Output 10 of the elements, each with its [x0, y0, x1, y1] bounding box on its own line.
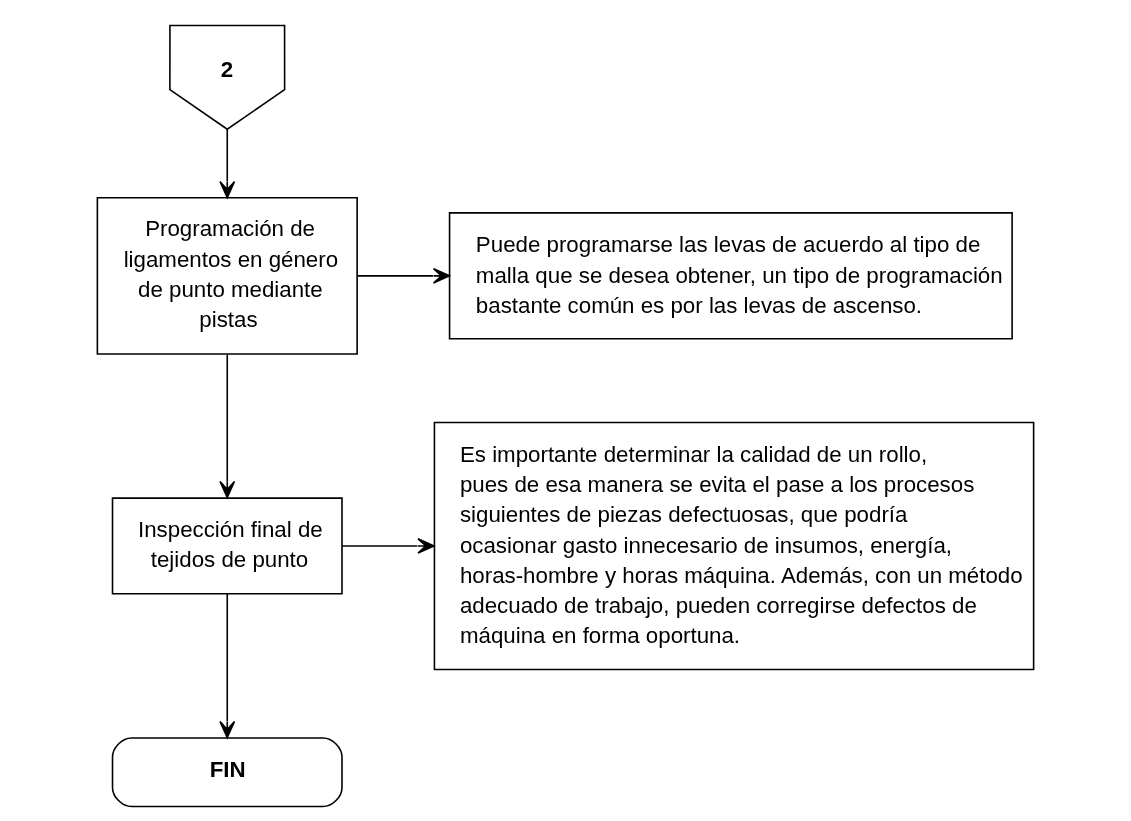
node-box: Inspección final de tejidos de punto — [111, 497, 343, 595]
arrow — [219, 128, 236, 199]
node-box: Es importante determinar la calidad de un rollo, pues de esa manera se evita el pase a los procesos siguientes de piezas defectuosas, que podría ocasionar gasto innecesario de insumos, energía, horas-hombre y horas máquina. Además, con un método adecuado de trabajo, pueden corregirse defectos de máquina en forma oportuna. — [433, 421, 1035, 671]
arrow — [341, 538, 435, 554]
arrow — [356, 267, 451, 284]
arrow — [219, 593, 236, 739]
node-box: Programación de ligamentos en género de punto mediante pistas — [96, 196, 358, 355]
node-box: Puede programarse las levas de acuerdo al tipo de malla que se desea obtener, un tipo de programación bastante común es por las levas de ascenso. — [448, 212, 1013, 340]
node-box: FIN — [111, 737, 343, 808]
arrow — [219, 353, 236, 499]
